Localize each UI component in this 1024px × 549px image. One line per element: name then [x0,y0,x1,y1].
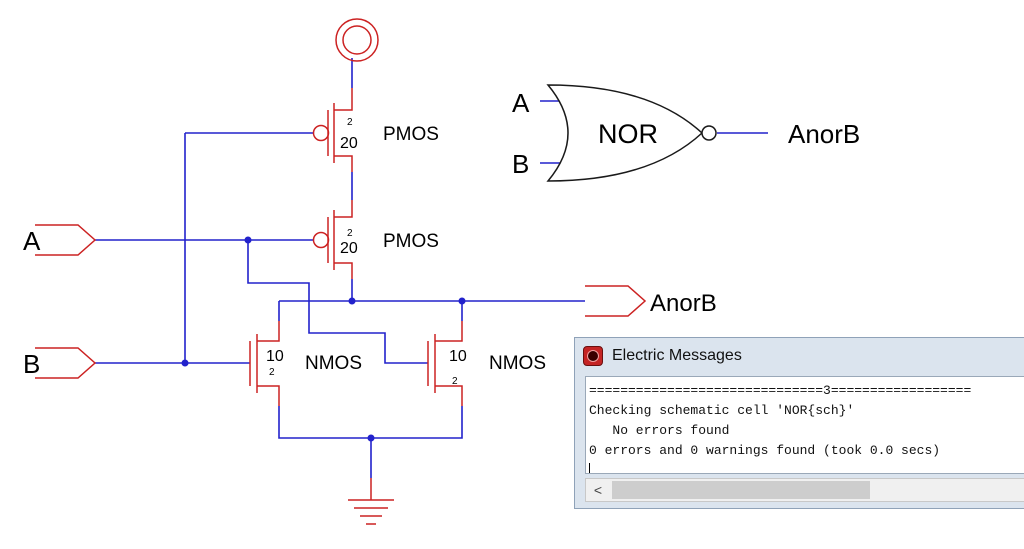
pmos-top-length: 2 [347,117,353,128]
text-caret [589,463,590,473]
pmos-middle-label: PMOS [383,231,439,252]
nor-gate-symbol[interactable]: NOR A B AnorB [512,84,860,182]
port-output[interactable]: AnorB [585,285,717,317]
nmos-transistor-right[interactable]: 10 2 NMOS [427,321,546,406]
nor-gate-label: NOR [598,119,658,149]
pmos-middle-width: 20 [340,240,358,257]
scroll-left-arrow-icon[interactable]: < [593,482,603,498]
nmos-left-length: 2 [269,367,275,378]
port-a[interactable]: A [23,224,97,256]
pmos-top-width: 20 [340,135,358,152]
nmos-right-width: 10 [449,348,467,365]
port-a-label: A [23,226,41,256]
nmos-left-label: NMOS [305,353,362,374]
electric-app-icon [583,346,603,366]
messages-titlebar[interactable]: Electric Messages [575,338,1024,374]
message-line: 0 errors and 0 warnings found (took 0.0 … [589,443,941,458]
message-line: ==============================3=========… [589,383,972,398]
messages-window-title: Electric Messages [612,347,742,364]
electric-messages-window[interactable]: Electric Messages ======================… [574,337,1024,509]
vdd-symbol[interactable] [335,18,379,62]
pmos-transistor-middle[interactable]: 2 20 PMOS [312,200,439,279]
port-b[interactable]: B [23,347,97,379]
port-b-label: B [23,349,40,379]
pmos-top-label: PMOS [383,124,439,145]
nor-output-label: AnorB [788,119,860,149]
nor-input-a-label: A [512,88,530,118]
messages-text-area[interactable]: ==============================3=========… [585,376,1024,474]
nmos-right-label: NMOS [489,353,546,374]
junctions [181,236,466,442]
nmos-transistor-left[interactable]: 10 2 NMOS [249,321,362,406]
scrollbar-thumb[interactable] [612,481,870,499]
ground-symbol[interactable] [348,478,394,525]
nmos-left-width: 10 [266,348,284,365]
pmos-middle-length: 2 [347,228,353,239]
message-line: Checking schematic cell 'NOR{sch}' [589,403,855,418]
port-output-label: AnorB [650,290,717,317]
nmos-right-length: 2 [452,376,458,387]
horizontal-scrollbar[interactable]: < [585,478,1024,502]
message-line: No errors found [589,423,730,438]
nor-input-b-label: B [512,149,529,179]
pmos-transistor-top[interactable]: 2 20 PMOS [312,88,439,172]
